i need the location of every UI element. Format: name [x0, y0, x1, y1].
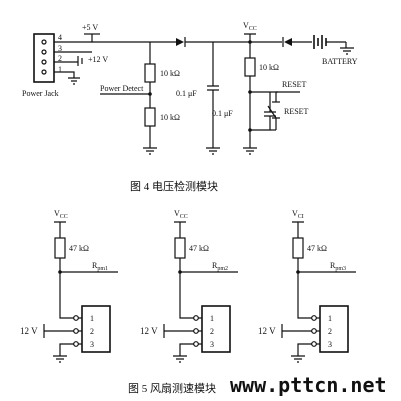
jack-pin-label-3: 3 — [58, 44, 62, 53]
fan-resistor-label: 47 kΩ — [189, 244, 209, 253]
jack-pin-label-1: 1 — [58, 65, 62, 74]
fan-12v-label: 12 V — [20, 326, 38, 336]
fan-resistor — [54, 237, 66, 259]
fan-connector — [201, 305, 231, 353]
fan-resistor-label: 47 kΩ — [307, 244, 327, 253]
fan-pin-label: 1 — [90, 314, 94, 323]
resistor-r3 — [244, 57, 256, 77]
reset-switch-label: RESET — [284, 107, 309, 116]
fan-output-label: Rpm3 — [330, 261, 346, 272]
jack-pin-label-4: 4 — [58, 33, 62, 42]
fan-resistor-label: 47 kΩ — [69, 244, 89, 253]
fan-vcc-label: VCC — [174, 209, 188, 220]
fan-resistor — [292, 237, 304, 259]
fan-pin-label: 2 — [328, 327, 332, 336]
fan-vcc-label: VCC — [54, 209, 68, 220]
r3-label: 10 kΩ — [259, 63, 279, 72]
fan-pin-label: 1 — [328, 314, 332, 323]
reset-out-label: RESET — [282, 80, 307, 89]
fan-connector — [319, 305, 349, 353]
voltage-detect-module: 4 3 2 1 Power Jack +5 V +12 V VCC — [22, 21, 358, 193]
jack-pin-label-2: 2 — [58, 54, 62, 63]
fan-pin-label: 3 — [210, 340, 214, 349]
jack-pin-3 — [41, 49, 47, 55]
power-detect-label: Power Detect — [100, 84, 144, 93]
power-jack-label: Power Jack — [22, 89, 59, 98]
fan-pin-label: 3 — [328, 340, 332, 349]
fan-pin-label: 1 — [210, 314, 214, 323]
r1-label: 10 kΩ — [160, 69, 180, 78]
jack-pin-1 — [41, 69, 47, 75]
figure5-caption: 图 5 风扇测速模块 — [128, 381, 216, 395]
diode-1 — [176, 38, 184, 46]
fan-pin-1 — [73, 315, 79, 321]
c2-label: 0.1 μF — [212, 109, 233, 118]
jack-pin-4 — [41, 39, 47, 45]
jack-pin-2 — [41, 59, 47, 65]
fan-pin-3 — [73, 341, 79, 347]
fan-pin-3 — [311, 341, 317, 347]
power-jack-connector — [33, 33, 55, 83]
battery-symbol — [313, 35, 327, 49]
fan-pin-2 — [73, 328, 79, 334]
resistor-r2 — [144, 107, 156, 127]
fan-pin-label: 2 — [90, 327, 94, 336]
fan-pin-3 — [193, 341, 199, 347]
figure4-caption: 图 4 电压检测模块 — [130, 179, 218, 193]
fan-pin-label: 3 — [90, 340, 94, 349]
r2-label: 10 kΩ — [160, 113, 180, 122]
fan-output-label: Rpm2 — [212, 261, 228, 272]
fan-connector — [81, 305, 111, 353]
fan-pin-2 — [193, 328, 199, 334]
supply-5v-label: +5 V — [82, 23, 98, 32]
c1-label: 0.1 μF — [176, 89, 197, 98]
fan-pin-2 — [311, 328, 317, 334]
fan-12v-label: 12 V — [258, 326, 276, 336]
diode-2 — [284, 38, 292, 46]
fan-12v-label: 12 V — [140, 326, 158, 336]
battery-label: BATTERY — [322, 57, 358, 66]
fan-vcc-label: VCI — [292, 209, 304, 220]
supply-12v-label: +12 V — [88, 55, 108, 64]
watermark-text: www.pttcn.net — [230, 373, 387, 397]
fan-output-label: Rpm1 — [92, 261, 108, 272]
fan-pin-label: 2 — [210, 327, 214, 336]
fan-resistor — [174, 237, 186, 259]
fan-pin-1 — [193, 315, 199, 321]
resistor-r1 — [144, 63, 156, 83]
fan-pin-1 — [311, 315, 317, 321]
vcc-label: VCC — [243, 21, 257, 32]
